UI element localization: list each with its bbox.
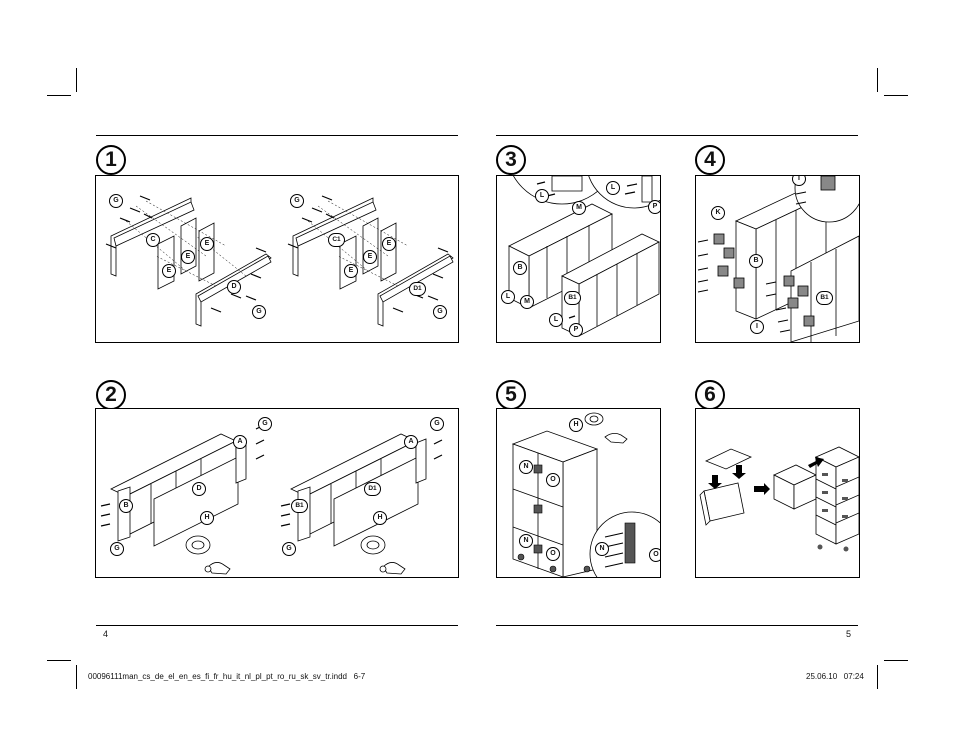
- step-3-panel: L M L P B L M B1 L P: [496, 175, 661, 343]
- part-label: I: [750, 320, 764, 334]
- part-label: O: [649, 548, 660, 562]
- part-label: O: [546, 547, 560, 561]
- step-2-panel: G A B D H G G A B1 D1 H G: [95, 408, 459, 578]
- part-label: P: [569, 323, 583, 337]
- part-label: E: [200, 237, 214, 251]
- print-filename: 00096111man_cs_de_el_en_es_fi_fr_hu_it_n…: [88, 672, 366, 681]
- header-rule-right: [496, 135, 858, 136]
- part-label: E: [162, 264, 176, 278]
- part-label: B1: [564, 291, 581, 305]
- part-label: N: [519, 460, 533, 474]
- step-number-4: 4: [695, 145, 725, 175]
- part-label: B: [513, 261, 527, 275]
- part-label: D1: [409, 282, 426, 296]
- part-label: B: [749, 254, 763, 268]
- step-5-illustration: [511, 412, 660, 577]
- crop-mark: [877, 665, 878, 689]
- part-label: N: [519, 534, 533, 548]
- part-label: B: [119, 499, 133, 513]
- part-label: G: [430, 417, 444, 431]
- step-number-2: 2: [96, 380, 126, 410]
- header-rule-left: [96, 135, 458, 136]
- part-label: A: [404, 435, 418, 449]
- part-label: D1: [364, 482, 381, 496]
- footer-rule-right: [496, 625, 858, 626]
- part-label: B1: [291, 499, 308, 513]
- part-label: E: [344, 264, 358, 278]
- step-6-illustration: [699, 446, 859, 552]
- part-label: N: [595, 542, 609, 556]
- crop-mark: [877, 68, 878, 92]
- part-label: B1: [816, 291, 833, 305]
- step-number-1: 1: [96, 145, 126, 175]
- part-label: G: [252, 305, 266, 319]
- part-label: E: [363, 250, 377, 264]
- crop-mark: [47, 95, 71, 96]
- step-4-panel: K I K B B1 I: [695, 175, 860, 343]
- part-label: A: [233, 435, 247, 449]
- part-label: H: [569, 418, 583, 432]
- crop-mark: [76, 665, 77, 689]
- part-label: E: [382, 237, 396, 251]
- part-label: L: [549, 313, 563, 327]
- crop-mark: [47, 660, 71, 661]
- step-2-illustration: [100, 424, 443, 575]
- part-label: C: [146, 233, 160, 247]
- crop-mark: [884, 95, 908, 96]
- step-number-5: 5: [496, 380, 526, 410]
- part-label: C1: [328, 233, 345, 247]
- part-label: G: [433, 305, 447, 319]
- part-label: P: [648, 200, 660, 214]
- page-number-right: 5: [846, 629, 852, 639]
- part-label: D: [227, 280, 241, 294]
- step-1-illustration: [105, 195, 454, 327]
- part-label: G: [282, 542, 296, 556]
- part-label: L: [606, 181, 620, 195]
- part-label: K: [711, 206, 725, 220]
- part-label: H: [200, 511, 214, 525]
- step-number-3: 3: [496, 145, 526, 175]
- part-label: M: [520, 295, 534, 309]
- part-label: G: [109, 194, 123, 208]
- print-timestamp: 25.06.10 07:24: [806, 672, 864, 681]
- crop-mark: [76, 68, 77, 92]
- part-label: E: [181, 250, 195, 264]
- part-label: D: [192, 482, 206, 496]
- step-3-illustration: [504, 176, 660, 337]
- part-label: G: [110, 542, 124, 556]
- step-number-6: 6: [695, 380, 725, 410]
- step-1-panel: G C E E E D G G C1 E E E D1 G: [95, 175, 459, 343]
- step-6-panel: [695, 408, 860, 578]
- step-5-panel: H N O N O N O: [496, 408, 661, 578]
- part-label: I: [792, 176, 806, 186]
- part-label: G: [290, 194, 304, 208]
- footer-rule-left: [96, 625, 458, 626]
- part-label: O: [546, 473, 560, 487]
- part-label: L: [501, 290, 515, 304]
- part-label: G: [258, 417, 272, 431]
- crop-mark: [884, 660, 908, 661]
- part-label: M: [572, 201, 586, 215]
- part-label: L: [535, 189, 549, 203]
- step-4-illustration: [697, 176, 859, 342]
- part-label: H: [373, 511, 387, 525]
- page-number-left: 4: [103, 629, 109, 639]
